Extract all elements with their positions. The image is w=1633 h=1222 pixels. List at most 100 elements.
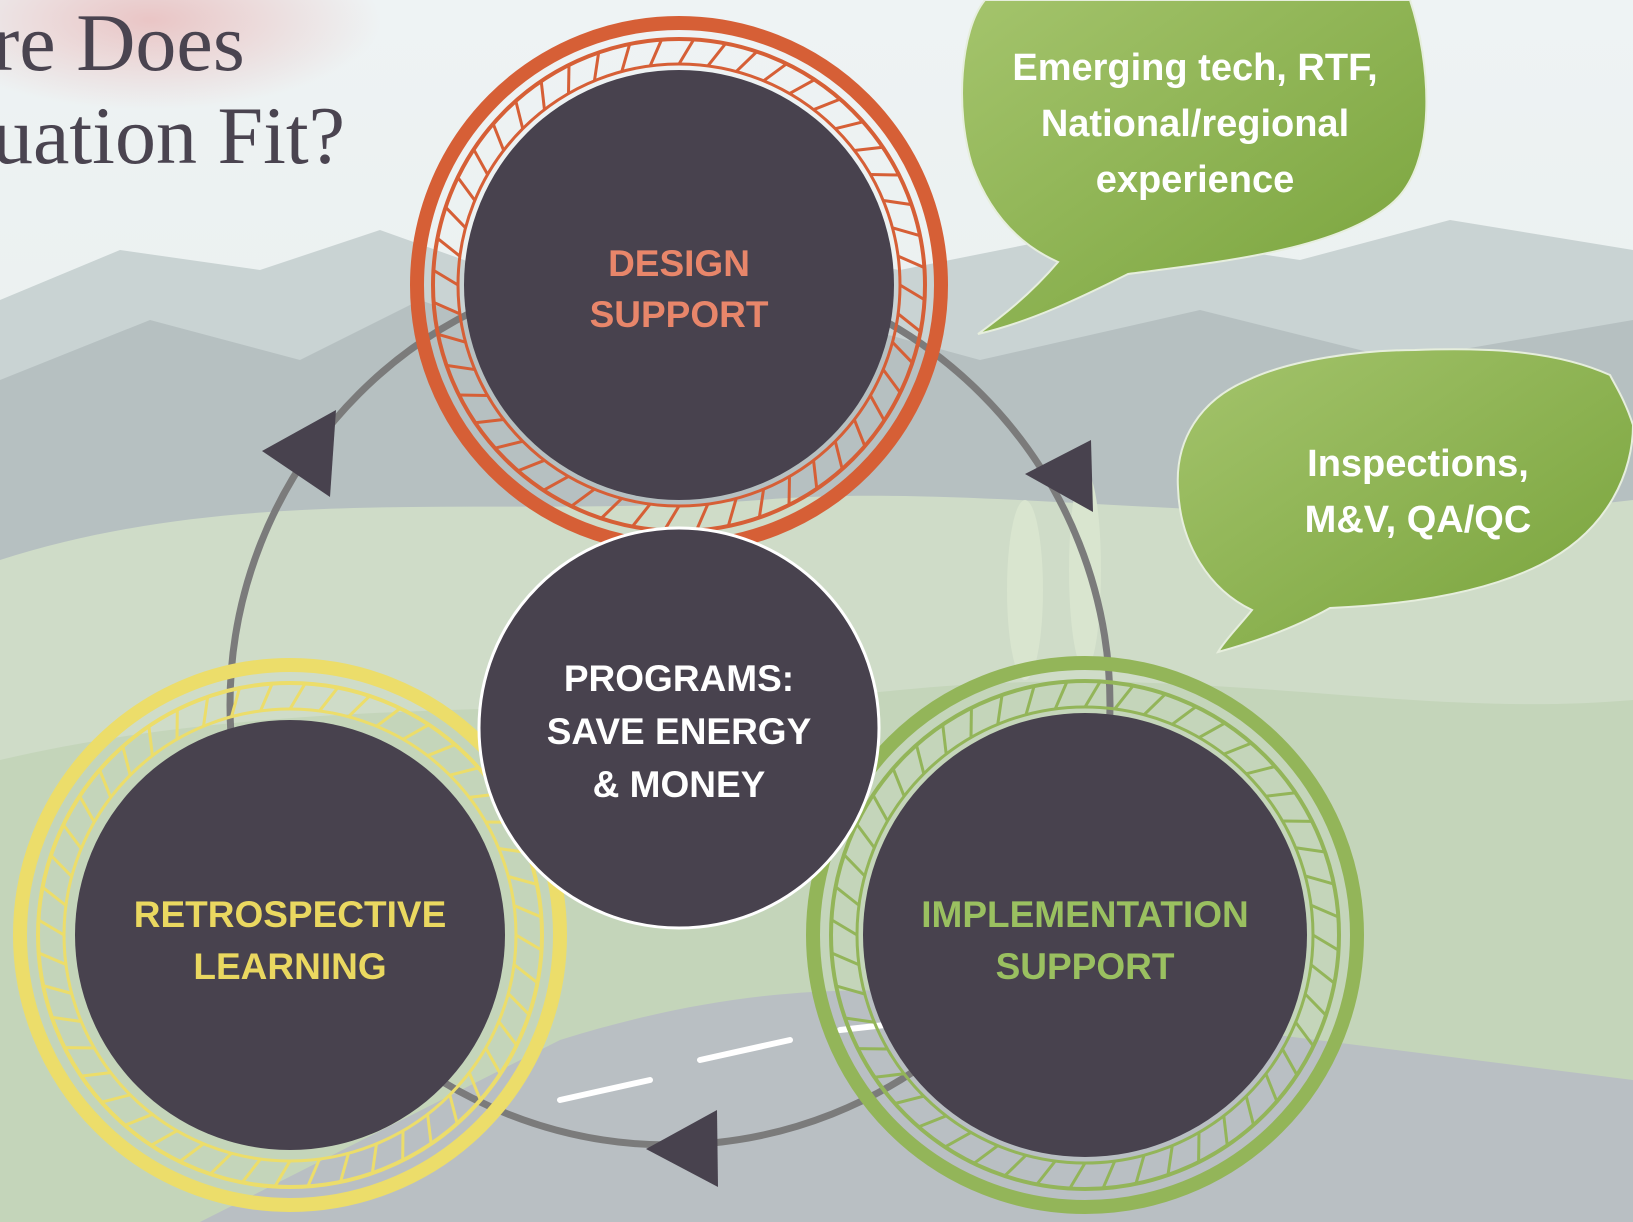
ring-tick [852,418,867,447]
ring-tick [150,1129,178,1147]
ring-tick [726,498,738,527]
ring-tick [941,724,948,755]
implementation-ring [806,656,1364,1214]
ring-tick [513,904,542,919]
ring-tick [273,1160,292,1188]
ring-tick [467,1072,482,1101]
ring-tick [869,394,886,422]
ring-tick [973,1144,999,1165]
ring-tick [891,341,914,364]
ring-tick [288,682,307,710]
ring-tick [897,312,922,333]
design-circle [464,70,894,500]
ring-tick [882,198,912,207]
ring-tick [592,52,601,82]
ring-tick [1035,1160,1057,1186]
ring-tick [62,823,83,850]
cycle-arrow-bottom [646,1110,718,1187]
ring-tick [1245,765,1276,776]
ring-tick [339,1152,350,1183]
ring-tick [178,1142,205,1163]
cycle-arrow-left [262,410,336,497]
ring-tick [915,744,926,775]
ring-tick [484,1047,502,1075]
ring-tick [433,301,461,316]
ring-tick [472,148,489,176]
ring-tick [1198,721,1226,739]
center-circle [477,526,881,930]
ring-tick [1304,874,1335,886]
ring-tick [1142,692,1167,716]
ring-tick [1295,846,1326,854]
title-line-2: uation Fit? [0,90,345,181]
ring-tick [437,332,466,344]
speech-bubble-implementation: Inspections, M&V, QA/QC [1176,348,1633,654]
ring-tick [1113,684,1135,710]
ring-tick [834,885,860,907]
ring-tick [475,418,504,425]
ring-tick [318,686,339,712]
implementation-bubble-line-1: Inspections, [1307,443,1529,485]
center-label-line-1: PROGRAMS: [564,658,794,699]
ring-tick [1024,685,1036,716]
ring-tick [147,726,154,756]
ring-tick [1310,963,1336,985]
ring-tick [49,854,73,878]
design-bubble-line-1: Emerging tech, RTF, [1012,47,1377,89]
ring-tick [209,1152,233,1176]
ring-tick [844,1016,875,1024]
ring-tick [402,723,430,741]
ring-tick [426,1114,433,1144]
design-bubble-line-2: National/regional [1041,103,1349,145]
ring-tick [1294,1021,1315,1047]
ring-tick [507,875,538,886]
ring-tick [41,886,67,907]
ring-tick [1166,1145,1174,1176]
ring-tick [854,145,883,152]
ring-tick [542,475,570,492]
ring-tick [944,1131,972,1149]
ring-tick [494,439,524,450]
ring-tick [1068,1162,1087,1190]
ring-tick [456,176,477,202]
ring-tick [446,363,476,372]
ring-tick [370,1143,378,1174]
ring-tick [831,951,860,967]
ring-tick [1053,681,1069,710]
ring-tick [570,487,596,508]
ring-tick [834,120,864,131]
ring-tick [51,1015,82,1023]
ring-tick [124,1112,153,1127]
page-title: re Does uation Fit? [0,0,345,181]
ring-tick [788,78,816,95]
ring-tick [1265,791,1296,798]
ring-tick [833,440,844,470]
ring-tick [1134,1154,1146,1185]
ring-tick [515,933,543,952]
ring-tick [662,505,681,532]
design-label-line-1: DESIGN [608,243,750,284]
ring-tick [812,460,819,489]
ring-tick [306,1158,321,1187]
node-implementation-support: IMPLEMENTATION SUPPORT [806,656,1364,1214]
ring-tick [1101,1160,1117,1189]
ring-tick [835,984,866,996]
ring-tick [81,1071,111,1078]
ring-tick [444,206,467,229]
ring-tick [230,687,241,718]
implementation-circle [863,713,1307,1157]
design-label-line-2: SUPPORT [590,294,769,335]
ring-tick [38,951,67,966]
ring-tick [1264,1073,1279,1102]
ring-tick [894,1094,925,1105]
ring-tick [881,368,902,394]
implementation-label-line-2: SUPPORT [996,946,1175,987]
ring-tick [259,683,274,712]
implementation-bubble-line-2: M&V, QA/QC [1305,499,1532,541]
ring-tick [514,100,525,130]
ring-tick [507,992,531,1016]
ring-tick [1244,1095,1255,1126]
title-line-1: re Does [0,0,245,88]
ring-tick [347,694,371,718]
ring-tick [899,283,926,302]
